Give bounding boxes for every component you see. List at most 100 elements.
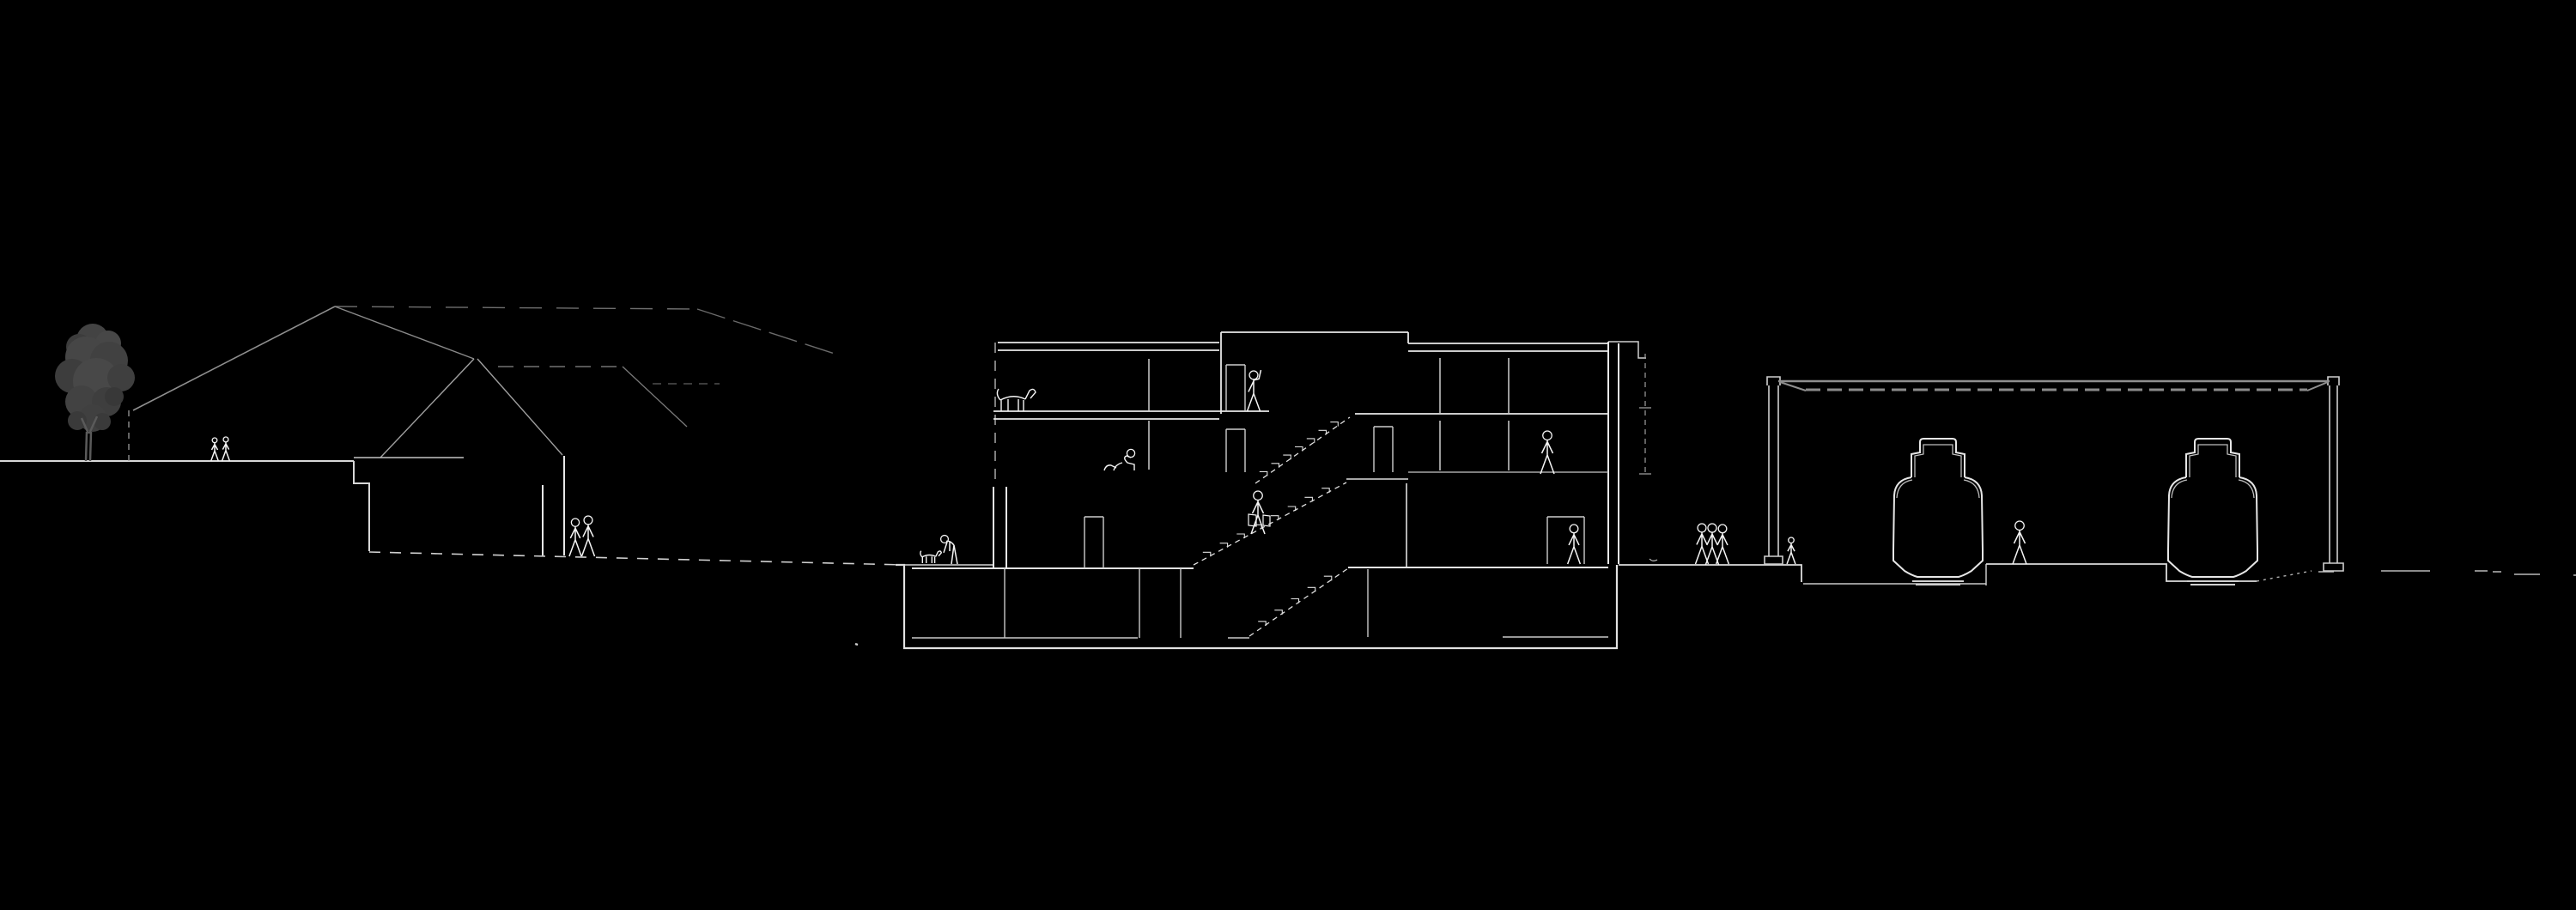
figure-group-right-1 — [1695, 532, 1708, 564]
stair-flight-lower-step — [1321, 488, 1329, 493]
stair-flight-upper-step — [1307, 439, 1315, 443]
figure-head — [1254, 491, 1263, 500]
plinth-inner-walls — [1005, 568, 1368, 638]
post-left-cap — [1767, 377, 1780, 385]
figure-head — [2015, 521, 2025, 531]
stair-flight-basement-step — [1308, 587, 1315, 592]
terrace-right-of-building — [1619, 565, 1801, 582]
figure-head — [212, 438, 217, 443]
tree-foliage-12 — [68, 411, 87, 430]
roof-left-slope — [133, 306, 335, 410]
stairs — [1194, 417, 1350, 636]
tank-2 — [2168, 439, 2257, 585]
tank-base — [1912, 581, 1964, 585]
figure-group-right-3 — [1716, 533, 1729, 564]
figure-basement-2 — [581, 525, 594, 556]
slope-dotted-to-post — [2257, 571, 2312, 581]
figure-by-tank — [2013, 531, 2026, 565]
figure-ground-door-right — [1568, 533, 1581, 564]
stray-dot — [855, 644, 858, 645]
beam-end-braces — [1780, 382, 2328, 391]
ground — [0, 461, 2576, 645]
apex-inner-line — [335, 306, 474, 359]
tank-1 — [1893, 439, 1983, 585]
figure-upper-floor-waving — [1247, 370, 1261, 411]
inner-gable-right-slope — [477, 359, 562, 455]
ground-between-tanks — [1986, 564, 2257, 581]
stair-flight-lower-step — [1288, 507, 1296, 511]
figure-head — [1718, 525, 1727, 533]
figure-sitting-with-cat — [1104, 456, 1134, 470]
stair-flight-lower-step — [1236, 534, 1244, 538]
figure-head — [1570, 525, 1578, 533]
roof-slab-left — [998, 343, 1219, 350]
post-left-base — [1765, 556, 1783, 564]
door-ground-right — [1547, 517, 1584, 564]
tank-base — [2187, 581, 2239, 585]
figure-child-near-step — [1787, 543, 1795, 564]
door-ground-left — [1084, 517, 1103, 568]
tree-foliage-13 — [94, 413, 111, 430]
stair-flight-upper-step — [1260, 471, 1267, 476]
tree-foliage-10 — [105, 387, 124, 406]
inner-right-slope — [623, 367, 687, 427]
figure-head — [1249, 371, 1258, 379]
door-upper-level — [1226, 365, 1245, 411]
tree-trunk — [82, 416, 97, 461]
tank1-pit — [1803, 564, 1986, 585]
dog-ground — [920, 551, 942, 563]
figure-basement-1 — [569, 526, 581, 556]
basement-floor-dashed — [369, 552, 904, 565]
stair-flight-basement-step — [1291, 599, 1299, 604]
tree-foliage-7 — [107, 364, 135, 391]
figure-head — [941, 536, 949, 543]
stair-flight-upper-step — [1295, 447, 1303, 452]
ground-dashes-far-right — [2318, 571, 2576, 575]
roof-ridge-dashed — [335, 306, 697, 309]
stair-flight-lower-step — [1203, 552, 1211, 556]
tree — [55, 324, 135, 461]
tank-inner — [2172, 445, 2254, 498]
clerestory-roof — [1221, 332, 1408, 343]
figure-couple-tree-1 — [211, 443, 219, 461]
post-right-base — [2324, 563, 2343, 571]
figures — [211, 370, 2026, 565]
post-right — [2330, 385, 2337, 563]
canopy-structure — [1765, 377, 2343, 571]
figure-head — [1789, 537, 1795, 543]
middle-building — [896, 332, 1657, 648]
plinth-inner-bottom — [912, 637, 1608, 638]
stair-flight-basement-step — [1274, 610, 1282, 615]
door-landing — [1374, 427, 1393, 472]
figure-head — [1698, 524, 1706, 532]
figure-head — [584, 516, 592, 525]
left-wall — [993, 487, 1006, 568]
roof-slab-right — [1408, 343, 1608, 351]
ground-step — [354, 461, 369, 551]
tank-inner — [1897, 445, 1979, 498]
roof-right-slope — [697, 309, 837, 355]
parapet-step — [1608, 342, 1646, 358]
post-left — [1769, 385, 1778, 556]
tank-outer — [1893, 439, 1983, 577]
tank-outer — [2168, 439, 2257, 577]
figure-head — [571, 519, 579, 526]
figure-group-right-2 — [1705, 532, 1718, 565]
inner-gable-left-slope — [380, 359, 474, 458]
ground-mark — [1649, 559, 1657, 561]
stair-flight-lower-step — [1304, 497, 1312, 501]
right-wall — [1608, 342, 1619, 564]
figure-on-stair-with-bags — [1251, 500, 1265, 535]
stair-flight-basement-step — [1258, 622, 1266, 626]
stair-flight-upper-step — [1272, 464, 1279, 468]
columns — [1149, 358, 1509, 470]
figure-head — [1708, 524, 1716, 532]
figure-bending-with-dog — [944, 541, 957, 564]
stair-flight-basement-step — [1324, 576, 1332, 580]
stair-flight-upper-step — [1319, 430, 1327, 434]
stair-flight-upper-step — [1330, 422, 1338, 427]
stair-flight-lower-step — [1271, 516, 1279, 520]
figure-head — [223, 437, 228, 442]
